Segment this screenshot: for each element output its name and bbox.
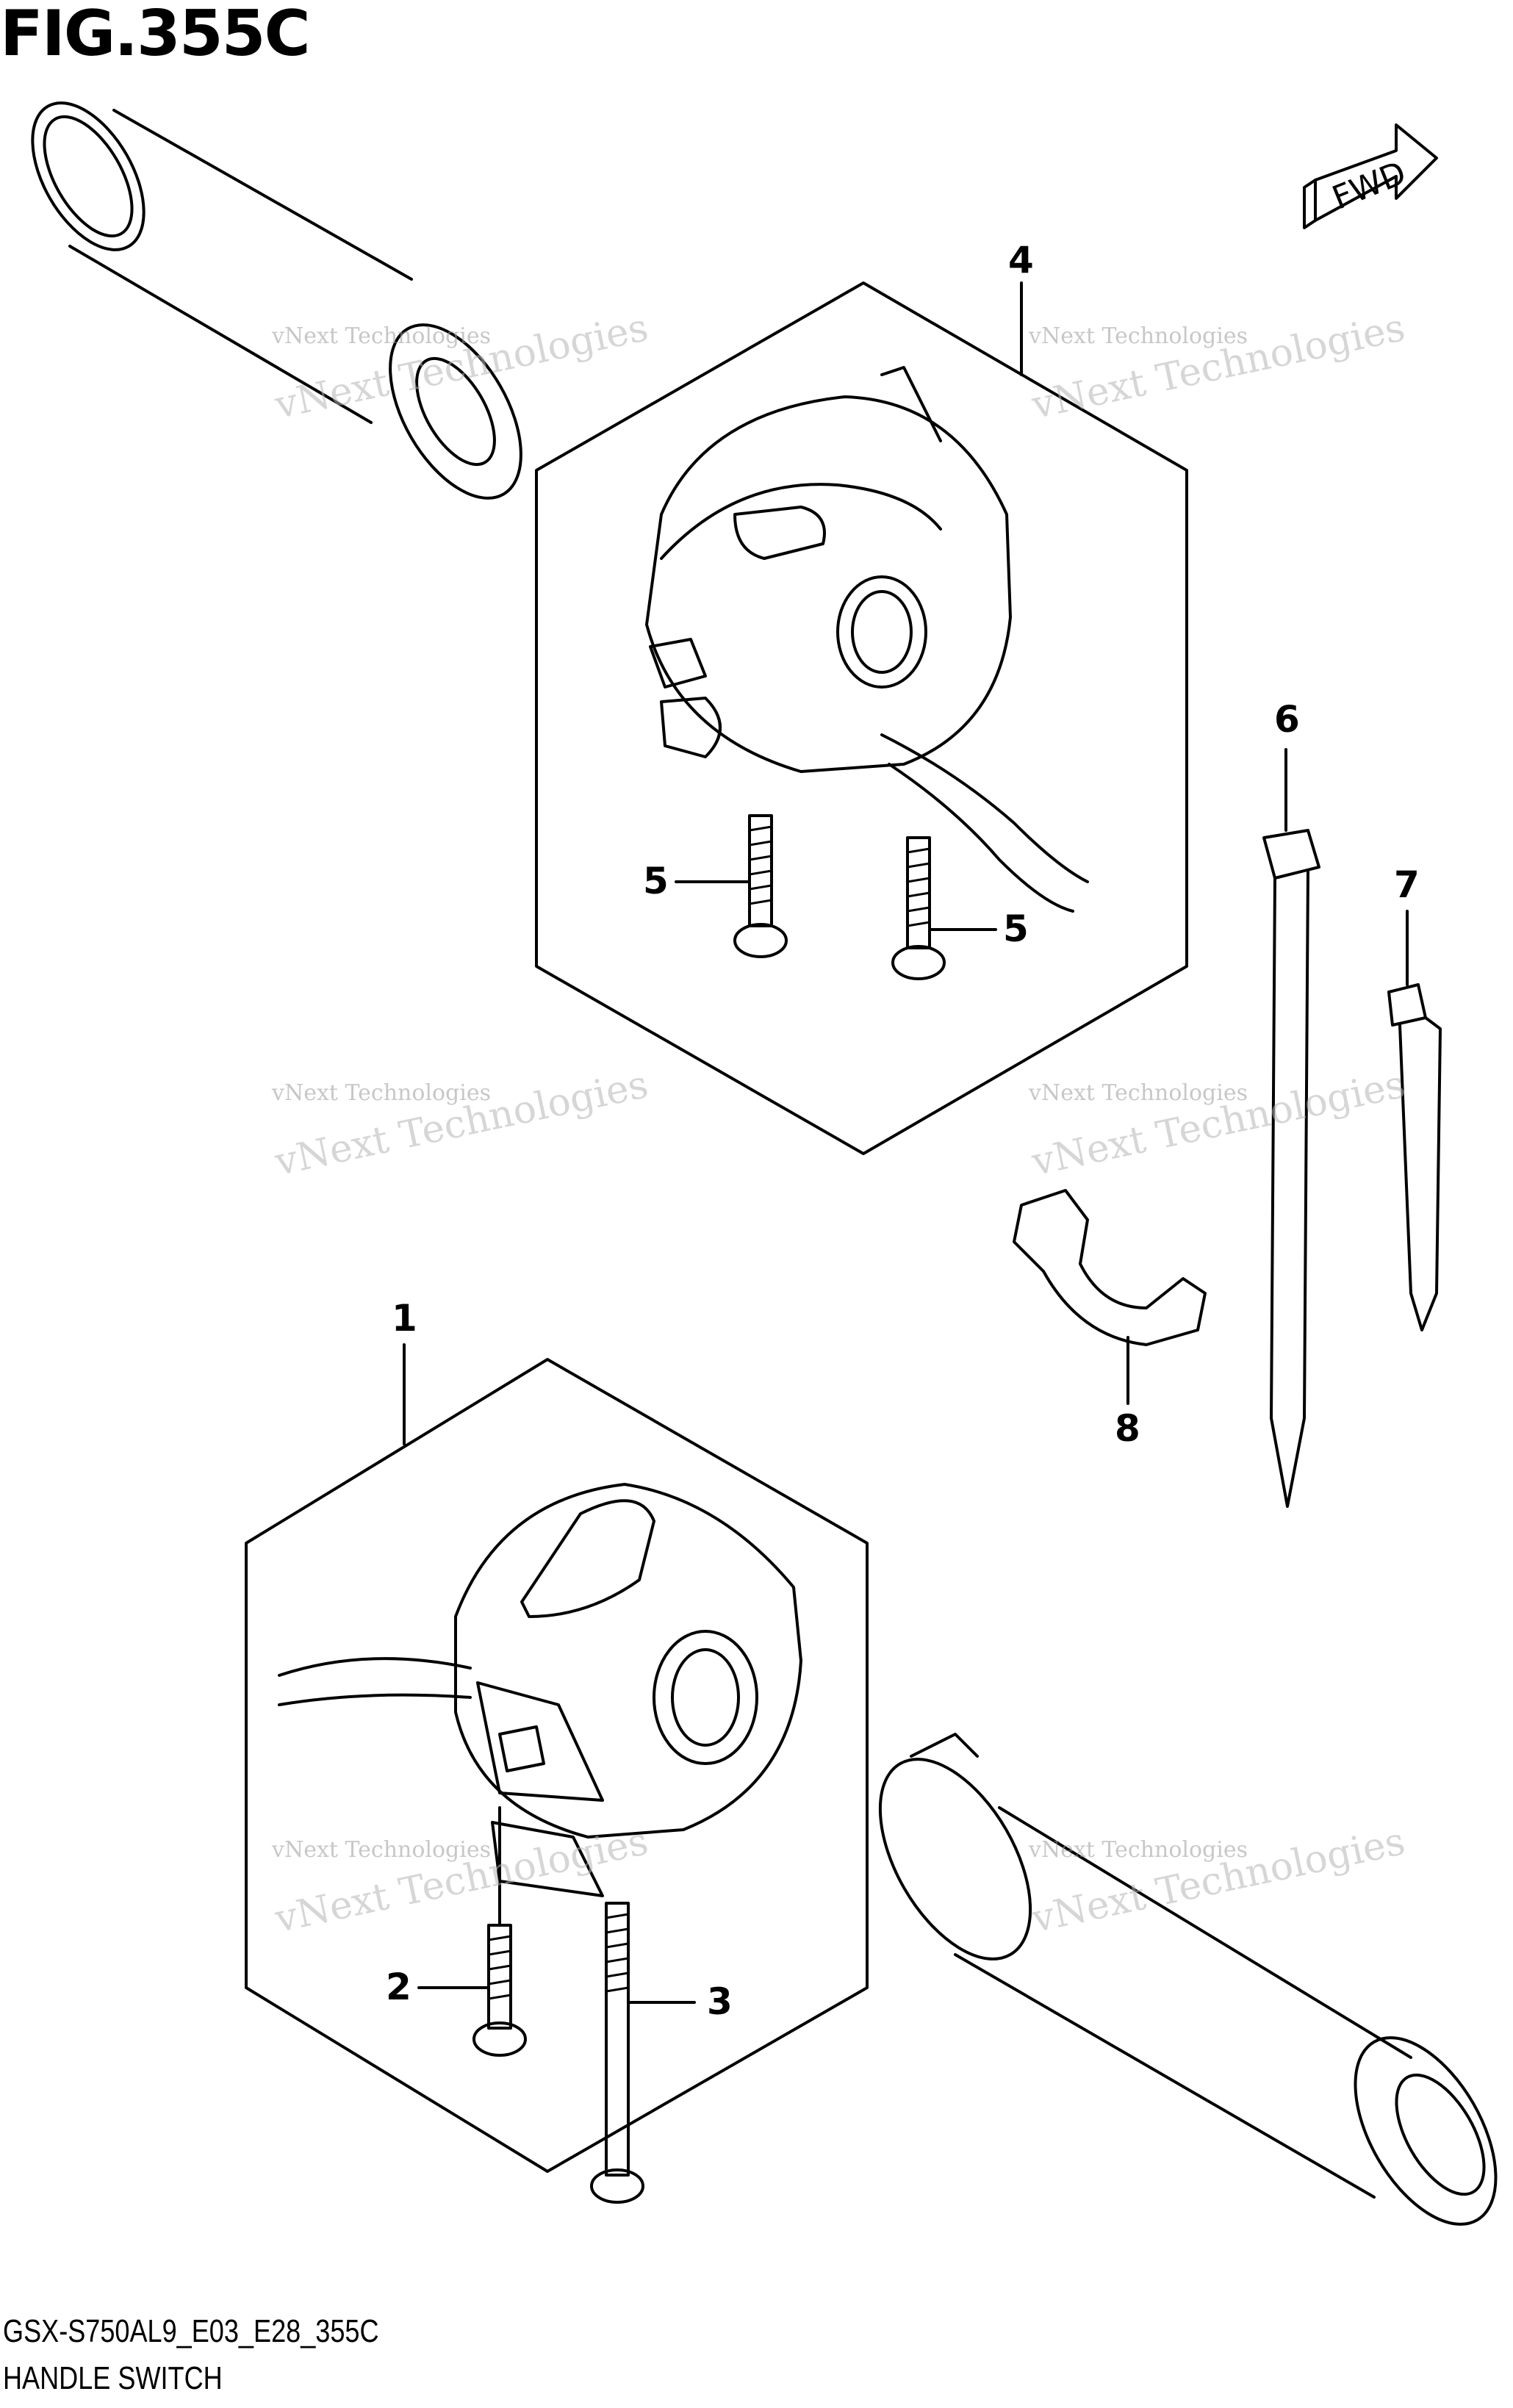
screw-icon	[733, 814, 788, 958]
forward-arrow-icon: FWD	[1303, 123, 1438, 229]
callout-8: 8	[1115, 1407, 1140, 1450]
long-screw-icon	[590, 1902, 644, 2204]
callout-7: 7	[1394, 863, 1420, 906]
assembly-4-outline	[535, 281, 1188, 1155]
callout-4: 4	[1008, 239, 1034, 281]
callout-3: 3	[707, 1980, 733, 2023]
assembly-1-outline	[245, 1358, 869, 2173]
callout-1: 1	[392, 1297, 417, 1340]
cable-tie-icon	[1387, 910, 1442, 1331]
screw-icon	[891, 836, 946, 980]
left-handle-switch-icon	[278, 1483, 802, 1897]
right-handle-switch-icon	[645, 366, 1089, 913]
wire-clamp-icon	[1013, 1189, 1207, 1405]
figure-title: FIG.355C	[0, 0, 311, 71]
cable-tie-icon	[1262, 748, 1320, 1508]
screw-icon	[472, 1924, 527, 2057]
callout-5-right: 5	[1003, 908, 1029, 950]
callout-6: 6	[1274, 698, 1300, 741]
left-grip-icon	[31, 101, 522, 500]
figure-code: GSX-S750AL9_E03_E28_355C	[3, 2313, 379, 2349]
callout-5-left: 5	[643, 860, 669, 902]
callout-2: 2	[386, 1966, 412, 2008]
right-grip-icon	[878, 1733, 1498, 2226]
figure-name: HANDLE SWITCH	[3, 2360, 223, 2396]
